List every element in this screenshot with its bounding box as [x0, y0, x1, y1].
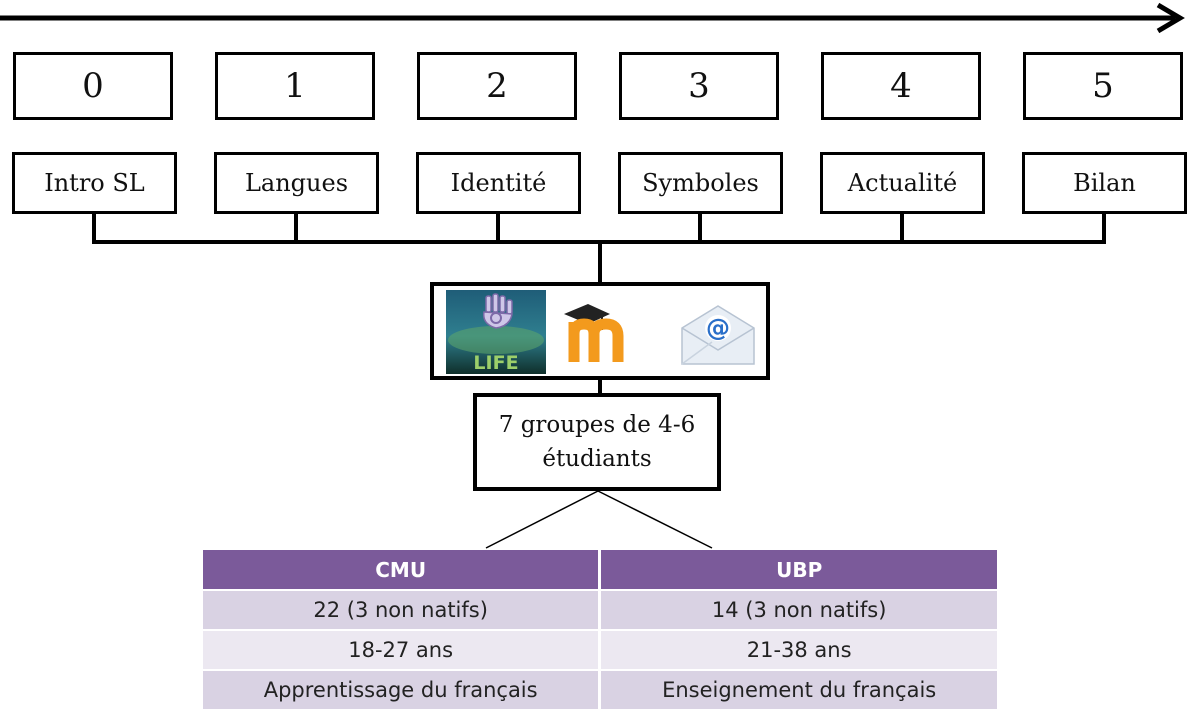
- topic-actualite: Actualité: [820, 152, 985, 214]
- header-ubp: UBP: [601, 550, 997, 589]
- table-cell: Apprentissage du français: [203, 671, 599, 709]
- second-life-logo: LIFE: [446, 290, 546, 374]
- topic-identite: Identité: [416, 152, 581, 214]
- step-number-5: 5: [1023, 52, 1183, 120]
- groups-line-1: 7 groupes de 4-6: [498, 412, 696, 438]
- topic-symboles: Symboles: [618, 152, 783, 214]
- topic-intro-sl: Intro SL: [12, 152, 177, 214]
- groups-box: 7 groupes de 4-6 étudiants: [473, 393, 721, 491]
- table-cell: 14 (3 non natifs): [601, 591, 997, 629]
- cohort-table: CMU UBP 22 (3 non natifs) 14 (3 non nati…: [200, 548, 1000, 711]
- svg-text:@: @: [706, 314, 730, 342]
- topic-bilan: Bilan: [1022, 152, 1187, 214]
- table-cell: 18-27 ans: [203, 631, 599, 669]
- timeline-arrow-head: [1156, 2, 1185, 34]
- email-icon: @: [681, 305, 755, 365]
- table-cell: Enseignement du français: [601, 671, 997, 709]
- step-number-3: 3: [619, 52, 779, 120]
- split-line-left: [485, 490, 599, 549]
- header-cmu: CMU: [203, 550, 599, 589]
- topic-langues: Langues: [214, 152, 379, 214]
- step-number-2: 2: [417, 52, 577, 120]
- table-cell: 22 (3 non natifs): [203, 591, 599, 629]
- groups-text: 7 groupes de 4-6 étudiants: [499, 408, 695, 476]
- table-row: 22 (3 non natifs) 14 (3 non natifs): [203, 591, 997, 629]
- table-cell: 21-38 ans: [601, 631, 997, 669]
- groups-line-2: étudiants: [542, 446, 652, 472]
- split-line-right: [597, 490, 713, 549]
- second-life-logo-text: LIFE: [473, 352, 518, 374]
- step-number-0: 0: [13, 52, 173, 120]
- table-row: 18-27 ans 21-38 ans: [203, 631, 997, 669]
- step-number-1: 1: [215, 52, 375, 120]
- table-row: Apprentissage du français Enseignement d…: [203, 671, 997, 709]
- step-number-4: 4: [821, 52, 981, 120]
- bracket-lines: [92, 214, 1106, 393]
- moodle-logo: [564, 304, 624, 362]
- table-header-row: CMU UBP: [203, 550, 997, 589]
- tools-box: LIFE @: [430, 282, 770, 380]
